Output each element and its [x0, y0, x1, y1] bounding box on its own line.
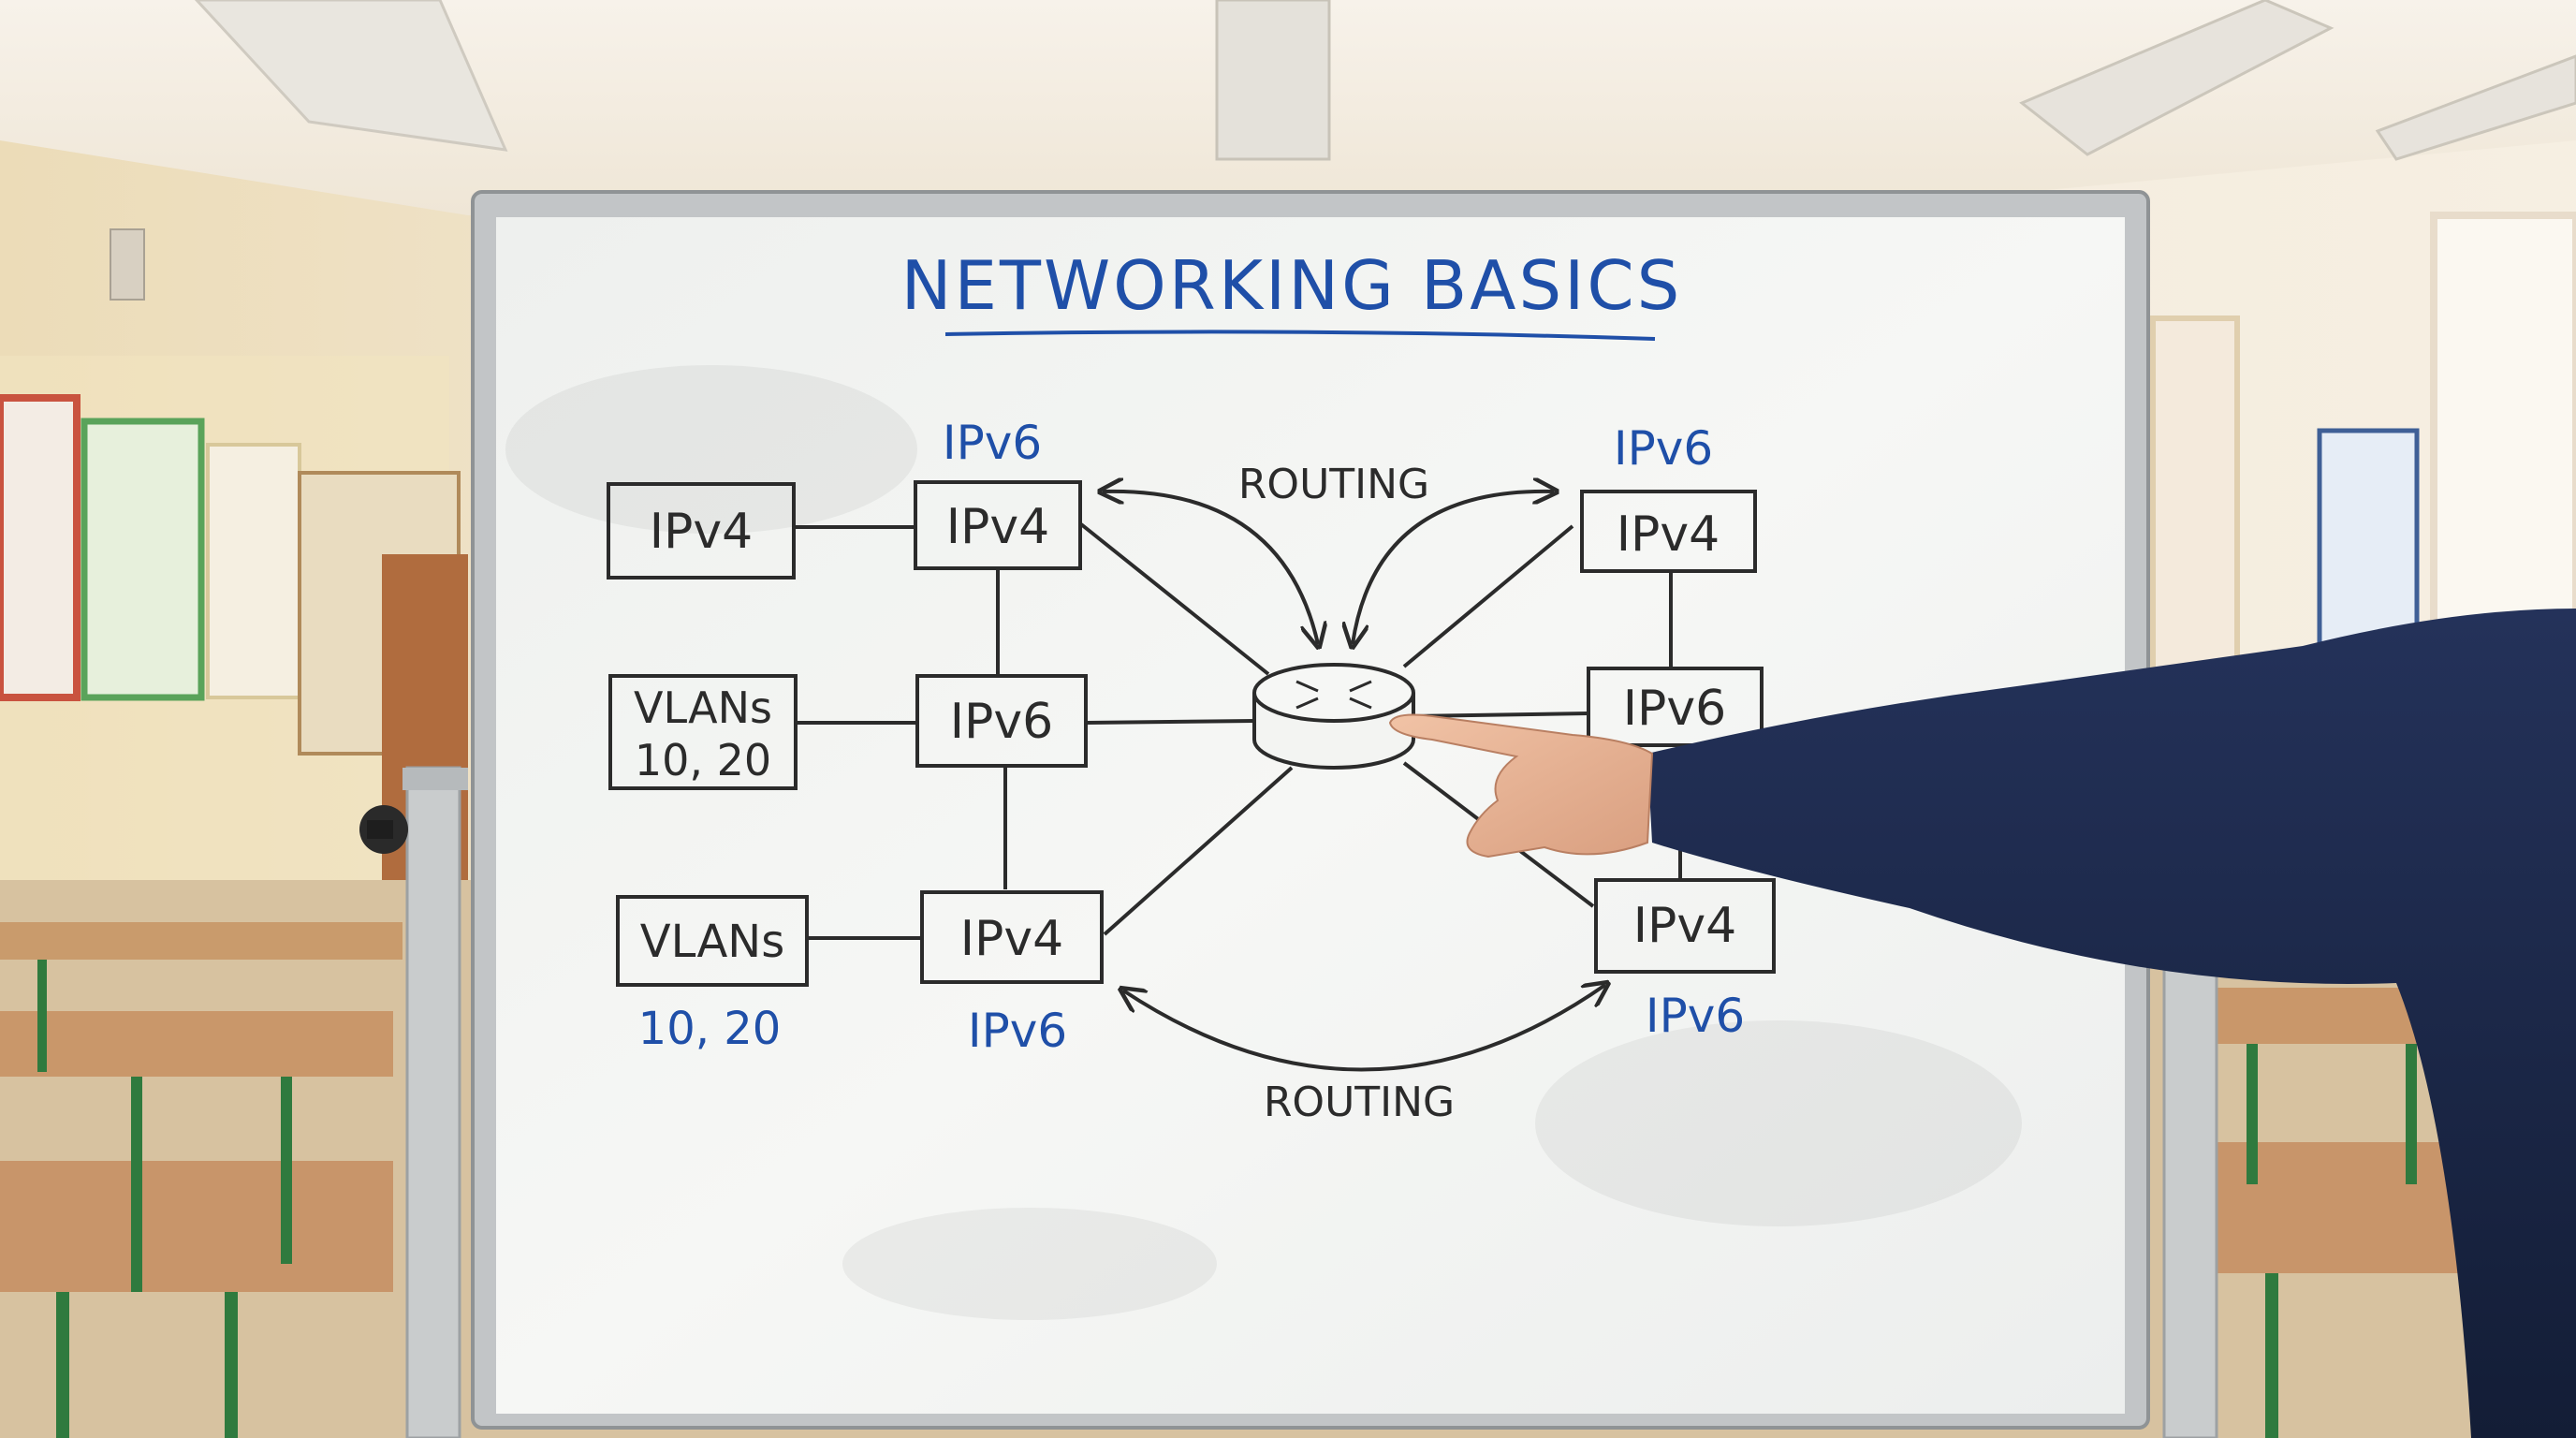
- box-left-top-far: IPv4: [650, 504, 754, 560]
- diagram-boxes: [607, 480, 1776, 987]
- pointing-arm: [1388, 609, 2576, 1438]
- wall-posters: [0, 394, 2420, 701]
- box-right-mid: IPv6: [1623, 681, 1727, 737]
- box-left-bottom: IPv4: [960, 911, 1064, 967]
- routing-label-bottom: ROUTING: [1264, 1078, 1455, 1126]
- blue-label-right-bottom: IPv6: [1646, 989, 1745, 1043]
- blue-label-left-bottom: IPv6: [968, 1004, 1067, 1058]
- title-underline: [944, 330, 1656, 341]
- box-left-bottom-far: VLANs: [640, 916, 784, 968]
- ceiling-lights: [194, 0, 2576, 161]
- router-icon: [1252, 663, 1415, 770]
- whiteboard-stand: [359, 766, 2218, 1438]
- routing-arrows: [1103, 492, 1605, 1072]
- routing-label-top: ROUTING: [1238, 461, 1429, 508]
- blue-label-right-top: IPv6: [1614, 421, 1713, 476]
- vent-icon: [110, 228, 145, 301]
- connection-lines: [794, 522, 1682, 940]
- board-title: NETWORKING BASICS: [901, 246, 1683, 325]
- box-left-top: IPv4: [946, 499, 1050, 555]
- window: [2430, 212, 2576, 659]
- desks-left: [0, 922, 402, 1438]
- box-left-mid: IPv6: [950, 694, 1054, 750]
- blue-label-left-top: IPv6: [943, 416, 1042, 470]
- box-right-bottom: IPv4: [1633, 898, 1737, 954]
- box-left-mid-far-line1: VLANs: [634, 682, 772, 733]
- box-left-mid-far-line2: 10, 20: [635, 735, 771, 785]
- blue-label-vlans: 10, 20: [638, 1003, 782, 1055]
- box-right-top: IPv4: [1617, 506, 1720, 563]
